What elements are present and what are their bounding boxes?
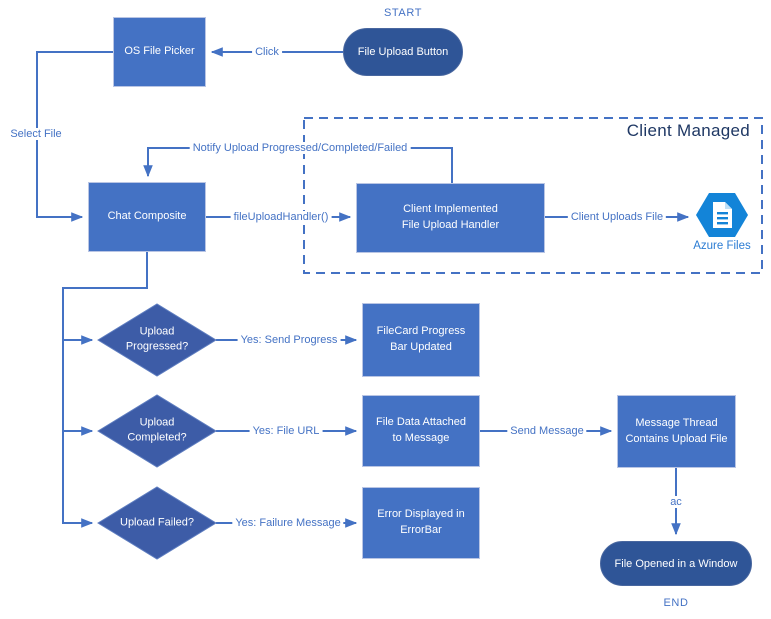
decision-upload-failed-shape xyxy=(97,486,217,560)
azure-files-label: Azure Files xyxy=(693,240,751,252)
azure-files-hexagon xyxy=(696,193,748,237)
edge-label-select-file: Select File xyxy=(7,128,65,140)
end-label: END xyxy=(663,597,689,609)
connector-trunk-to-failed xyxy=(62,252,148,528)
edge-label-yes-failure-message: Yes: Failure Message xyxy=(232,517,344,529)
document-icon xyxy=(713,202,732,228)
client-managed-title: Client Managed xyxy=(626,121,750,140)
edge-label-ac: ac xyxy=(667,496,685,508)
decision-upload-failed-label: Upload Failed? xyxy=(120,516,194,529)
azure-files-icon xyxy=(694,191,750,244)
decision-upload-progressed-label: Upload Progressed? xyxy=(125,325,189,353)
node-chat-composite: Chat Composite xyxy=(88,182,206,252)
node-filecard-progress-bar: FileCard Progress Bar Updated xyxy=(362,303,480,377)
edge-label-notify: Notify Upload Progressed/Completed/Faile… xyxy=(189,142,411,154)
edge-label-click: Click xyxy=(252,46,282,58)
node-os-file-picker: OS File Picker xyxy=(113,17,206,87)
edge-label-client-uploads-file: Client Uploads File xyxy=(567,211,667,223)
node-error-displayed: Error Displayed in ErrorBar xyxy=(362,487,480,559)
node-file-opened-in-window: File Opened in a Window xyxy=(600,541,752,586)
decision-upload-completed-shape xyxy=(97,394,217,468)
edge-label-fileuploadhandler: fileUploadHandler() xyxy=(230,211,332,223)
start-label: START xyxy=(383,7,423,19)
decision-upload-completed-label: Upload Completed? xyxy=(127,416,187,444)
client-managed-region xyxy=(303,117,763,274)
decision-upload-progressed-shape xyxy=(97,303,217,377)
edge-label-yes-file-url: Yes: File URL xyxy=(249,425,323,437)
node-client-implemented-handler: Client Implemented File Upload Handler xyxy=(356,183,545,253)
node-file-data-attached: File Data Attached to Message xyxy=(362,395,480,467)
edge-label-yes-send-progress: Yes: Send Progress xyxy=(237,334,341,346)
edge-label-send-message: Send Message xyxy=(507,425,587,437)
node-file-upload-button: File Upload Button xyxy=(343,28,463,76)
node-message-thread: Message Thread Contains Upload File xyxy=(617,395,736,468)
